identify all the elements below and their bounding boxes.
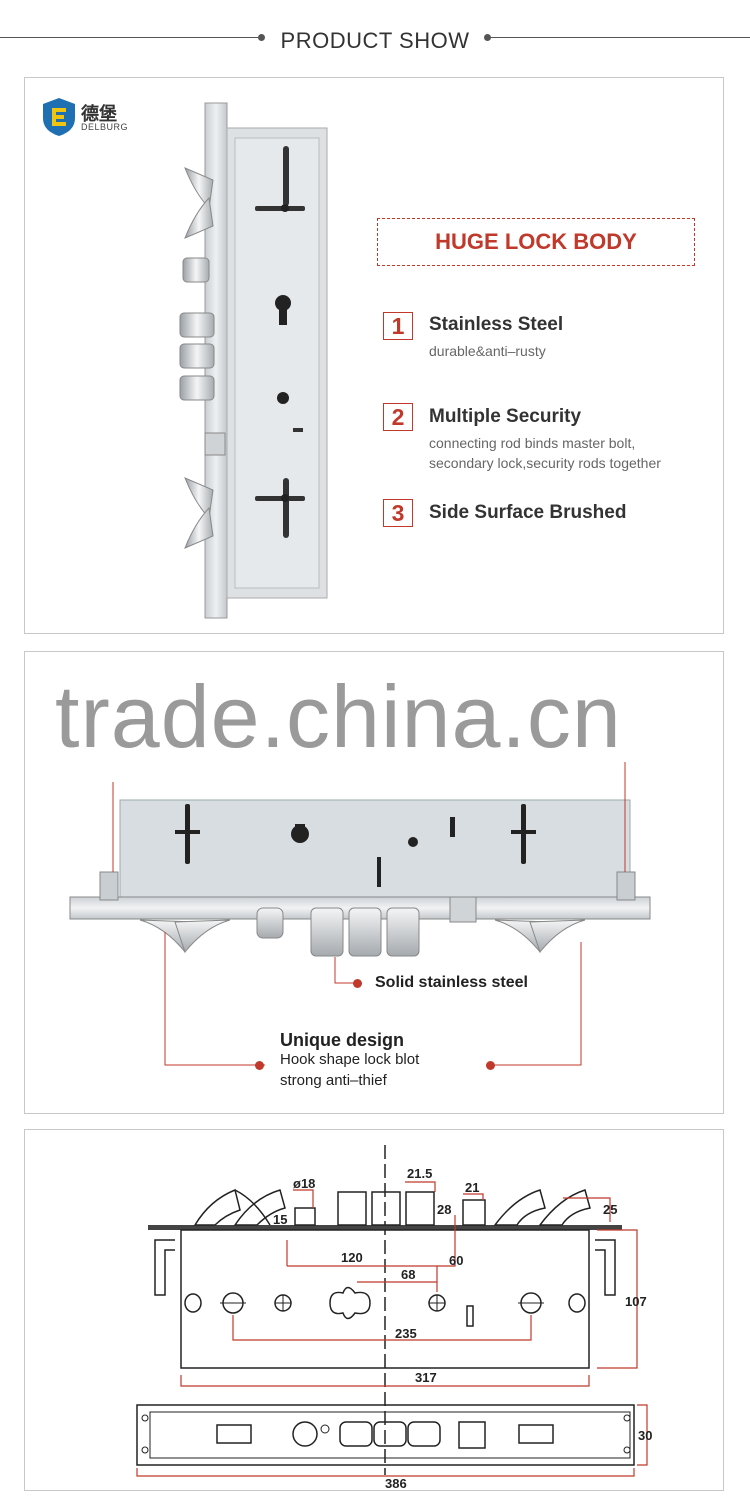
dim-label-d386: 386	[385, 1476, 407, 1491]
callout-dot-right	[486, 1061, 495, 1070]
dim-label-d317: 317	[415, 1370, 437, 1385]
header-rule-left	[0, 37, 258, 38]
dim-label-d28: 28	[437, 1202, 451, 1217]
logo-text: 德堡	[81, 104, 117, 124]
panel-lock-detail: trade.china.cn	[24, 651, 724, 1114]
dim-label-d68: 68	[401, 1267, 415, 1282]
header-rule-right	[491, 37, 750, 38]
page-title: PRODUCT SHOW	[280, 28, 470, 53]
feature-desc-2: connecting rod binds master bolt, second…	[429, 433, 661, 473]
dim-label-d15: 15	[273, 1212, 287, 1227]
lock-body-vertical-image	[179, 102, 328, 619]
shield-logo-icon	[43, 98, 75, 136]
feature-desc-1: durable&anti–rusty	[429, 341, 546, 361]
feature-desc-2-line-1: connecting rod binds master bolt,	[429, 435, 636, 451]
feature-desc-2-line-2: secondary lock,security rods together	[429, 455, 661, 471]
callout-dot-solid	[353, 979, 362, 988]
dim-label-d107: 107	[625, 1294, 647, 1309]
dim-label-d235: 235	[395, 1326, 417, 1341]
unique-design-line-2: strong anti–thief	[280, 1072, 387, 1089]
lock-body-horizontal-image	[69, 762, 651, 1066]
watermark: trade.china.cn	[55, 667, 622, 766]
unique-design-line-1: Hook shape lock blot	[280, 1051, 420, 1068]
panel-dimension-drawing: ø18 21.5 21 28 25 15 120 60 68 107 235 3…	[24, 1129, 724, 1491]
panel-lock-body: 德堡 DELBURG	[24, 77, 724, 634]
dim-label-d21_5: 21.5	[407, 1166, 432, 1181]
callout-solid-steel: Solid stainless steel	[375, 974, 528, 991]
logo-subtext: DELBURG	[81, 122, 129, 132]
dim-label-d21: 21	[465, 1180, 479, 1195]
feature-title-3: Side Surface Brushed	[429, 502, 627, 523]
header-dot-left	[258, 34, 265, 41]
callout-dot-left	[255, 1061, 264, 1070]
dim-label-d120: 120	[341, 1250, 363, 1265]
technical-drawing: ø18 21.5 21 28 25 15 120 60 68 107 235 3…	[136, 1145, 652, 1491]
dim-label-d60: 60	[449, 1253, 463, 1268]
dim-label-d25: 25	[603, 1202, 617, 1217]
header-dot-right	[484, 34, 491, 41]
feature-number-1: 1	[383, 312, 413, 340]
feature-number-3: 3	[383, 499, 413, 527]
dim-label-d18: ø18	[293, 1176, 315, 1191]
feature-number-2: 2	[383, 403, 413, 431]
feature-desc-1-line-1: durable&anti–rusty	[429, 343, 546, 359]
unique-design-title: Unique design	[280, 1030, 405, 1050]
feature-title-2: Multiple Security	[429, 406, 582, 427]
dim-label-d30: 30	[638, 1428, 652, 1443]
headline-box: HUGE LOCK BODY	[377, 218, 695, 266]
feature-title-1: Stainless Steel	[429, 314, 564, 335]
brand-logo: 德堡 DELBURG	[41, 96, 161, 146]
